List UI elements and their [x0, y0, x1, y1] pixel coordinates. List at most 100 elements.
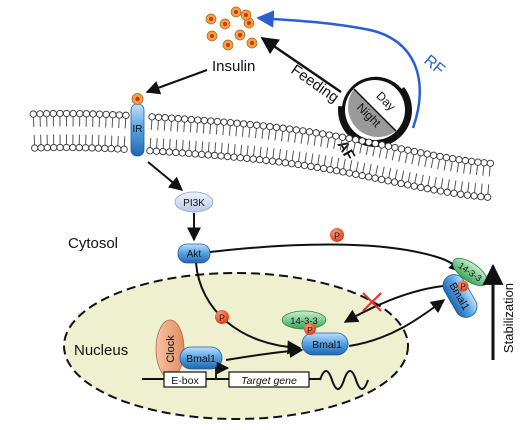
lipid-head	[404, 146, 412, 154]
lipid-head	[292, 126, 300, 134]
akt-to-nuclear-bmal1-arrow	[195, 262, 302, 355]
lipid-head	[115, 111, 123, 119]
inhibition-cross	[362, 292, 382, 312]
ebox-label: E-box	[171, 375, 199, 387]
ir-to-pi3k-arrow	[147, 161, 184, 191]
svg-text:Bmal1: Bmal1	[312, 339, 342, 351]
lipid-head	[470, 192, 478, 200]
clock-protein: Clock	[155, 319, 185, 379]
lipid-head	[168, 114, 176, 122]
lipid-head	[89, 110, 97, 118]
lipid-head	[187, 115, 195, 124]
cytosol-label: Cytosol	[68, 235, 118, 252]
lipid-head	[307, 162, 315, 171]
lipid-head	[178, 149, 186, 157]
lipid-head	[474, 158, 482, 166]
lipid-head	[358, 171, 366, 180]
lipid-head	[268, 157, 277, 165]
lipid-head	[312, 129, 320, 137]
day-night-dial: Day Night	[336, 70, 412, 147]
pi3k-node: PI3K	[174, 191, 214, 213]
lipid-head	[325, 131, 333, 139]
lipid-head	[76, 109, 84, 118]
lipid-head	[185, 149, 193, 158]
lipid-head	[423, 185, 432, 193]
lipid-head	[146, 147, 154, 155]
phospho-nucleus: P	[215, 310, 229, 324]
lipid-head	[107, 145, 115, 153]
lipid-head	[172, 148, 180, 157]
lipid-head	[210, 151, 219, 160]
lipid-head	[410, 147, 419, 156]
lipid-head	[319, 130, 327, 138]
pi3k-label: PI3K	[183, 198, 205, 209]
nuclear-bmal1-complex: 14-3-3 Bmal1 P	[281, 310, 349, 356]
lipid-head	[371, 139, 379, 148]
lipid-head	[200, 116, 208, 125]
stabilization-label: Stabilization	[501, 283, 516, 353]
nucleus-label: Nucleus	[74, 342, 128, 359]
svg-text:P: P	[219, 313, 225, 323]
lipid-head	[114, 145, 122, 153]
insulin-granule-core	[226, 43, 230, 47]
lipid-head	[246, 120, 254, 129]
bmal1-ebox-bound: Bmal1	[179, 346, 223, 370]
lipid-head	[371, 174, 379, 182]
lipid-head	[455, 155, 463, 164]
lipid-head	[272, 123, 281, 132]
lipid-head	[397, 179, 405, 188]
lipid-head	[198, 150, 206, 159]
lipid-head	[463, 191, 472, 199]
lipid-head	[300, 161, 309, 170]
svg-text:P: P	[307, 325, 313, 335]
lipid-head	[484, 193, 492, 201]
lipid-head	[320, 164, 328, 173]
svg-text:14-3-3: 14-3-3	[290, 316, 317, 327]
feeding-arrow	[260, 36, 342, 94]
lipid-head	[161, 114, 169, 122]
lipid-head	[477, 192, 485, 201]
lipid-head	[442, 153, 451, 162]
lipid-head	[109, 111, 117, 119]
lipid-head	[377, 175, 386, 184]
lipid-head	[230, 153, 238, 161]
lipid-head	[275, 158, 283, 166]
lipid-head	[338, 133, 347, 141]
lipid-head	[443, 188, 451, 196]
lipid-head	[204, 151, 212, 159]
clock-label: Clock	[165, 335, 177, 363]
insulin-label: Insulin	[212, 58, 255, 75]
target-gene-label: Target gene	[241, 375, 297, 387]
lipid-head	[233, 119, 241, 127]
mrna-wave	[319, 370, 369, 390]
lipid-head	[456, 190, 465, 198]
lipid-head	[429, 151, 438, 159]
lipid-head	[430, 186, 438, 194]
lipid-head	[461, 156, 470, 165]
lipid-head	[159, 147, 167, 156]
lipid-head	[480, 159, 488, 167]
nuclear-import-blocked-arrow	[343, 285, 444, 323]
lipid-head	[365, 173, 373, 181]
target-gene-box	[228, 371, 310, 388]
insulin-granule-core	[234, 10, 238, 14]
insulin-granule-core	[238, 33, 242, 37]
lipid-head	[450, 189, 458, 197]
lipid-head	[313, 163, 321, 172]
lipid-head	[332, 132, 340, 140]
lipid-head	[50, 143, 58, 152]
lipid-head	[223, 152, 232, 161]
lipid-head	[75, 143, 83, 152]
phospho-bmal1-cytosolic	[457, 280, 469, 292]
lipid-head	[436, 187, 445, 195]
lipid-head	[36, 110, 44, 118]
lipid-head	[62, 143, 71, 152]
clock-bmal1-to-bmal1-arrow	[225, 343, 304, 361]
lipid-head	[239, 120, 248, 128]
lipid-head	[281, 159, 289, 167]
lipid-head	[266, 122, 274, 131]
lipid-head	[286, 125, 294, 133]
insulin-granule-core	[223, 22, 227, 26]
lipid-head	[62, 109, 71, 118]
